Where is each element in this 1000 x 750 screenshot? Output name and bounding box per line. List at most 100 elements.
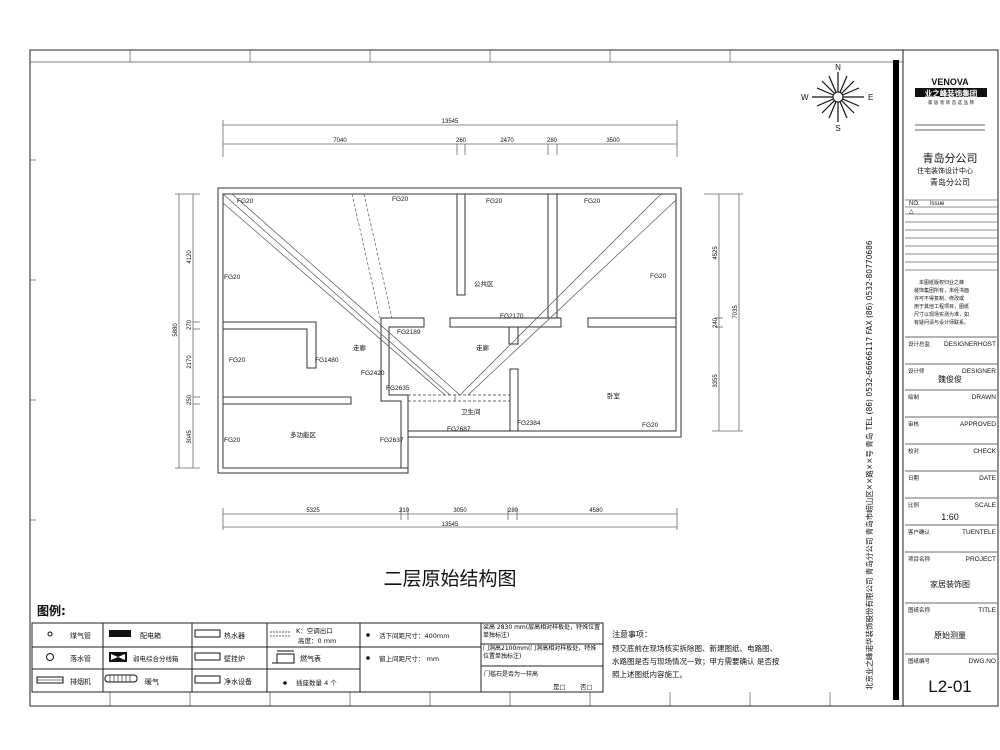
compass-s: S <box>835 124 840 133</box>
copyright-line: 用于其他工程项目，图纸 <box>914 303 969 310</box>
legend-item: 煤气管 <box>70 631 91 640</box>
title-row-label-cn: 图纸编号 <box>908 657 931 665</box>
issue-no-label: NO. <box>909 201 920 207</box>
legend: 图例: 煤气管 配电箱 热水器 K：空调出口 高度：0 mm 活下间距尺寸：40… <box>31 603 604 693</box>
room-label: FG2637 <box>380 437 404 444</box>
room-label: FG20 <box>486 198 503 205</box>
legend-item: 净水设备 <box>224 677 252 686</box>
dim-text: 5880 <box>173 323 179 337</box>
title-row-value: 1:60 <box>941 512 959 522</box>
bullet-icon <box>366 633 370 637</box>
wall-boiler-icon <box>194 652 221 661</box>
notes-line: 预交底前在现场核实拆除图、新建图纸、电路图、 <box>612 643 777 653</box>
legend-item: 窗上间距尺寸： mm <box>379 654 439 663</box>
copyright-line: 尺寸以现场实测为准，如 <box>914 311 969 318</box>
title-row-label-cn: 绘制 <box>908 393 920 401</box>
notes-line: 水路图是否与现场情况一致；甲方需要确认 是否按 <box>612 656 780 666</box>
title-row-label-en: TUENTELE <box>962 529 997 536</box>
dimension-top: 13545 7040 260 2470 280 3500 <box>222 119 678 157</box>
no-checkbox: 否□ <box>580 683 593 691</box>
room-label: 多功能区 <box>290 430 317 439</box>
beam-dashed <box>351 193 393 319</box>
title-row-label-cn: 设计总监 <box>908 340 931 348</box>
room-label: 走廊 <box>476 343 490 352</box>
compass-rose-icon: N S E W <box>801 63 873 133</box>
legend-item: 配电箱 <box>140 631 161 640</box>
dimension-left: 5880 4120 270 2170 250 3045 <box>173 193 200 469</box>
department: 住宅装饰设计中心 <box>917 166 973 175</box>
legend-item: 活下间距尺寸：400mm <box>379 631 450 640</box>
dim-text: 5325 <box>306 508 320 514</box>
brand-logo: VENOVA <box>931 77 969 87</box>
brand-sub: 家 居 装 饰 首 选 品 牌 <box>928 99 975 106</box>
title-row-label-en: TITLE <box>978 607 996 614</box>
legend-item: 弱电综合分线箱 <box>133 654 179 663</box>
legend-item: 热水器 <box>224 631 245 640</box>
dim-text: 3500 <box>606 138 620 144</box>
dim-text: 280 <box>508 508 519 514</box>
side-bar <box>893 60 899 700</box>
title-row-label-cn: 日期 <box>908 475 920 482</box>
legend-item: 插座数量 4 个 <box>296 678 337 687</box>
title-row-label-en: APPROVED <box>960 421 996 428</box>
gas-meter-icon <box>272 650 295 664</box>
dim-text: 270 <box>187 319 193 330</box>
title-block: VENOVA 业之峰装饰集团 家 居 装 饰 首 选 品 牌 青岛分公司 住宅装… <box>905 77 998 696</box>
dim-text: 13545 <box>442 119 459 125</box>
drawing-title: 二层原始结构图 <box>383 568 516 590</box>
dim-text: 7035 <box>733 305 739 319</box>
title-row-value: 原始测量 <box>934 630 966 640</box>
copyright-line: 装饰集团所有，未经书面 <box>914 287 969 294</box>
sheet-border <box>29 49 999 707</box>
revision-mark: △ <box>909 209 914 215</box>
bullet-icon <box>366 656 370 660</box>
dim-text: 4120 <box>187 250 193 264</box>
room-label: FG2384 <box>517 420 541 427</box>
dimension-right: 4525 240 3355 7035 <box>704 193 743 432</box>
beam-lines <box>222 193 677 401</box>
gas-pipe-icon <box>47 631 53 637</box>
brand-cn-bg <box>915 88 987 97</box>
dim-text: 2470 <box>500 138 514 144</box>
title-row-label-cn: 比例 <box>908 501 920 509</box>
title-row-label-cn: 图纸名称 <box>908 606 931 614</box>
title-row-label-cn: 审核 <box>908 420 920 428</box>
room-label: FG20 <box>229 357 246 364</box>
title-row-label-en: SCALE <box>975 502 997 509</box>
title-row-label-en: PROJECT <box>966 556 996 563</box>
legend-item: 暖气 <box>145 677 159 686</box>
compass-w: W <box>801 93 809 102</box>
drain-pipe-icon <box>46 653 54 661</box>
dim-text: 13545 <box>442 522 459 528</box>
dim-text: 3050 <box>453 508 467 514</box>
legend-item: 壁挂炉 <box>224 654 245 663</box>
room-label: FG1480 <box>315 357 339 364</box>
notes-heading: 注意事项： <box>612 629 652 639</box>
dim-text: 7040 <box>333 138 347 144</box>
title-row-label-en: DRAWN <box>972 394 997 401</box>
room-label: FG2189 <box>397 329 421 336</box>
room-label: FG2170 <box>500 313 524 320</box>
room-label: 走廊 <box>353 343 367 352</box>
legend-heading: 图例: <box>37 603 66 618</box>
bathroom-threshold <box>408 394 510 402</box>
distribution-box-icon <box>109 630 131 637</box>
room-label: FG2420 <box>361 370 385 377</box>
legend-item: 燃气表 <box>300 654 321 663</box>
room-label: FG20 <box>224 437 241 444</box>
title-row-label-cn: 设计师 <box>908 367 925 375</box>
title-row-label-en: CHECK <box>973 448 996 455</box>
company-address-strip: 北京业之峰诺华装饰股份有限公司 青岛分公司 青岛市崂山区××路××号 青岛 TE… <box>864 240 874 690</box>
legend-item: 排烟机 <box>70 677 91 686</box>
ruler-ticks <box>30 50 831 706</box>
legend-note: 门槛石是否为一样高 <box>484 670 538 678</box>
water-purifier-icon <box>194 675 221 684</box>
compass-e: E <box>868 93 873 102</box>
notes: 注意事项： 预交底前在现场核实拆除图、新建图纸、电路图、 水路图是否与现场情况一… <box>612 629 780 679</box>
dim-text: 250 <box>187 394 193 405</box>
dim-text: 4525 <box>713 246 719 260</box>
legend-item: K：空调出口 <box>296 626 333 635</box>
dim-text: 4580 <box>589 508 603 514</box>
dim-text: 2170 <box>187 355 193 369</box>
